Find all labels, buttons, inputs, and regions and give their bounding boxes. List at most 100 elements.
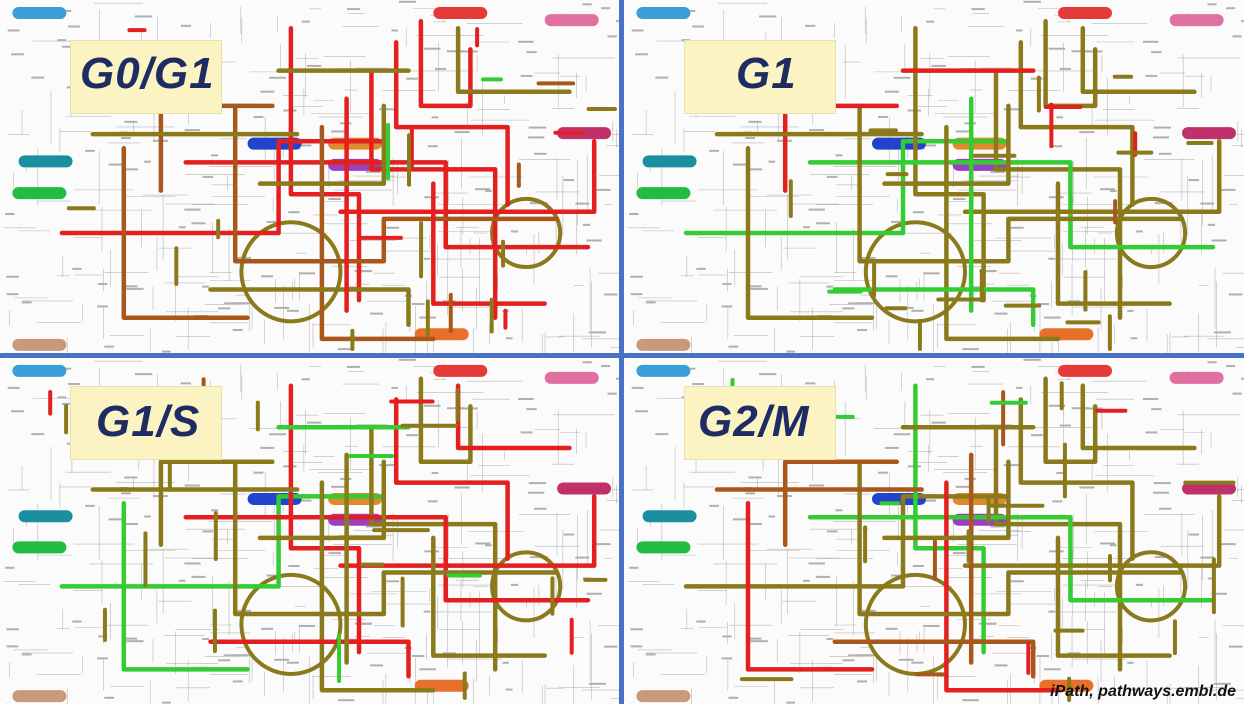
node-label-placeholder	[1153, 492, 1169, 494]
category-bubble	[545, 372, 599, 384]
node-label-placeholder	[104, 697, 114, 699]
node-label-placeholder	[733, 518, 747, 520]
panel-g1: G1	[624, 0, 1244, 353]
node-label-placeholder	[475, 542, 490, 544]
node-label-placeholder	[288, 211, 299, 213]
category-bubble	[12, 690, 66, 702]
node-label-placeholder	[1048, 258, 1054, 260]
phase-label: G1	[736, 52, 797, 96]
node-label-placeholder	[891, 221, 901, 223]
node-label-placeholder	[899, 659, 914, 661]
node-label-placeholder	[1220, 543, 1235, 545]
node-label-placeholder	[1016, 29, 1022, 31]
node-label-placeholder	[68, 26, 80, 28]
category-bubble	[12, 7, 66, 19]
category-bubble	[12, 187, 66, 199]
category-bubble	[1058, 7, 1112, 19]
node-label-placeholder	[1079, 131, 1094, 133]
node-label-placeholder	[595, 189, 610, 191]
node-label-placeholder	[135, 15, 152, 17]
node-label-placeholder	[447, 407, 464, 409]
node-label-placeholder	[144, 161, 151, 163]
node-label-placeholder	[528, 492, 544, 494]
node-label-placeholder	[722, 283, 731, 285]
node-label-placeholder	[511, 230, 518, 232]
node-label-placeholder	[203, 530, 213, 532]
node-label-placeholder	[124, 121, 137, 123]
category-bubble	[19, 510, 73, 522]
node-label-placeholder	[857, 680, 867, 682]
node-label-placeholder	[722, 635, 731, 637]
node-label-placeholder	[759, 15, 776, 17]
node-label-placeholder	[886, 275, 898, 277]
node-label-placeholder	[432, 472, 439, 474]
node-label-placeholder	[805, 25, 815, 27]
node-label-placeholder	[749, 168, 762, 170]
node-label-placeholder	[261, 275, 273, 277]
node-label-placeholder	[233, 680, 243, 682]
node-label-placeholder	[803, 226, 810, 228]
node-label-placeholder	[985, 623, 996, 625]
node-label-placeholder	[98, 283, 107, 285]
node-label-placeholder	[589, 331, 606, 333]
highlighted-pathway	[62, 496, 384, 586]
node-label-placeholder	[412, 303, 425, 305]
node-label-placeholder	[126, 288, 143, 290]
node-label-placeholder	[435, 68, 446, 70]
cycle-pathway	[492, 552, 560, 620]
cycle-pathway	[866, 222, 965, 321]
node-label-placeholder	[399, 359, 416, 361]
node-label-placeholder	[97, 657, 108, 659]
category-bubble	[1058, 365, 1112, 377]
highlighted-pathway	[1083, 28, 1195, 92]
node-label-placeholder	[759, 373, 776, 375]
node-label-placeholder	[1079, 487, 1094, 489]
category-bubble	[636, 187, 690, 199]
node-label-placeholder	[8, 29, 20, 31]
node-label-placeholder	[1100, 188, 1115, 190]
node-label-placeholder	[124, 476, 137, 478]
node-label-placeholder	[1130, 337, 1137, 339]
node-label-placeholder	[646, 301, 656, 303]
category-bubble	[636, 339, 690, 351]
node-label-placeholder	[1233, 35, 1242, 37]
node-label-placeholder	[406, 78, 418, 80]
node-label-placeholder	[424, 405, 441, 407]
node-label-placeholder	[630, 276, 643, 278]
node-label-placeholder	[526, 51, 536, 53]
node-label-placeholder	[31, 77, 44, 79]
node-label-placeholder	[748, 121, 761, 123]
phase-label: G1/S	[96, 400, 200, 444]
node-label-placeholder	[913, 565, 924, 567]
node-label-placeholder	[589, 683, 606, 685]
node-label-placeholder	[913, 211, 924, 213]
node-label-placeholder	[826, 638, 833, 640]
node-label-placeholder	[406, 434, 418, 436]
highlighted-pathway	[1021, 400, 1133, 559]
node-label-placeholder	[1151, 51, 1161, 53]
node-label-placeholder	[261, 628, 273, 630]
node-label-placeholder	[1153, 136, 1169, 138]
node-label-placeholder	[632, 387, 644, 389]
node-label-placeholder	[728, 697, 738, 699]
node-label-placeholder	[72, 621, 81, 623]
node-label-placeholder	[1127, 310, 1133, 312]
node-label-placeholder	[109, 518, 123, 520]
node-label-placeholder	[733, 164, 747, 166]
node-label-placeholder	[1011, 580, 1024, 582]
node-label-placeholder	[604, 646, 618, 648]
node-label-placeholder	[485, 544, 492, 546]
node-label-placeholder	[1023, 359, 1040, 361]
node-label-placeholder	[260, 447, 274, 449]
node-label-placeholder	[1136, 584, 1143, 586]
node-label-placeholder	[299, 625, 315, 627]
node-label-placeholder	[956, 486, 970, 488]
node-label-placeholder	[121, 492, 131, 494]
node-label-placeholder	[428, 500, 438, 502]
node-label-placeholder	[1200, 557, 1214, 559]
node-label-placeholder	[586, 593, 601, 595]
node-label-placeholder	[6, 276, 19, 278]
node-label-placeholder	[254, 116, 264, 118]
node-label-placeholder	[886, 628, 898, 630]
node-label-placeholder	[857, 329, 867, 331]
